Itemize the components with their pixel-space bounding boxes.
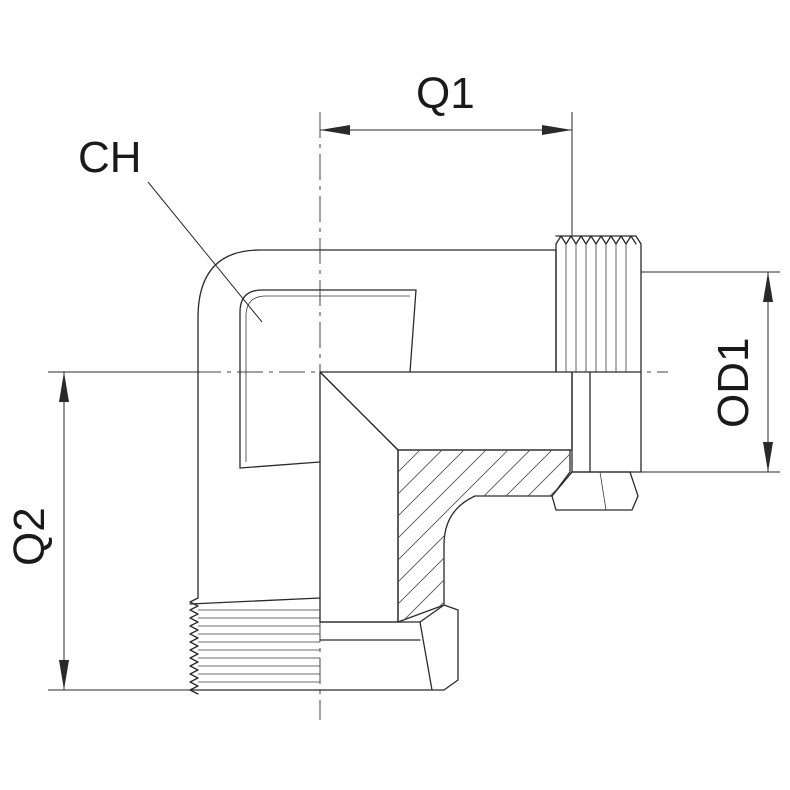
hatch-line — [648, 440, 790, 640]
hatch-line — [604, 440, 790, 640]
hatch-line — [398, 450, 563, 622]
hatch-line — [493, 450, 570, 622]
hatch-line — [626, 440, 790, 640]
hex-flat-outline-bottom — [239, 461, 321, 469]
ch-leader-line — [147, 181, 263, 323]
hex-flat-inner — [245, 295, 410, 462]
hex-flat-outline — [239, 289, 417, 469]
bottom-nut — [319, 604, 459, 691]
od1-arrow-top — [763, 272, 773, 302]
hatch-line — [515, 450, 570, 622]
right-nut — [551, 371, 642, 511]
q1-arrow-left — [320, 125, 350, 135]
hatch-line — [582, 440, 782, 640]
hatch-line — [398, 450, 475, 622]
hatch-line — [398, 450, 497, 622]
section-view — [319, 371, 790, 640]
hatch-line — [398, 450, 519, 622]
q1-label: Q1 — [416, 69, 475, 118]
od1-arrow-bottom — [763, 442, 773, 472]
q1-arrow-right — [542, 125, 572, 135]
hatch-line — [692, 440, 790, 640]
hatch-line — [398, 450, 541, 622]
ch-label: CH — [78, 133, 142, 182]
hatch-line — [398, 450, 453, 622]
bottom-thread — [189, 597, 321, 695]
hatch-line — [398, 450, 570, 622]
hatch-line — [537, 450, 570, 622]
q2-arrow-bottom — [59, 660, 69, 690]
hatch-line — [780, 440, 790, 640]
hatch-line — [670, 440, 790, 640]
od1-label: OD1 — [709, 338, 758, 428]
hatch-line — [714, 440, 790, 640]
hatch-line — [758, 440, 790, 640]
body-outline — [197, 249, 557, 599]
q2-label: Q2 — [5, 507, 54, 566]
hatch-line — [736, 440, 790, 640]
q2-arrow-top — [59, 372, 69, 402]
hatch-line — [449, 450, 570, 622]
right-thread — [555, 235, 642, 373]
